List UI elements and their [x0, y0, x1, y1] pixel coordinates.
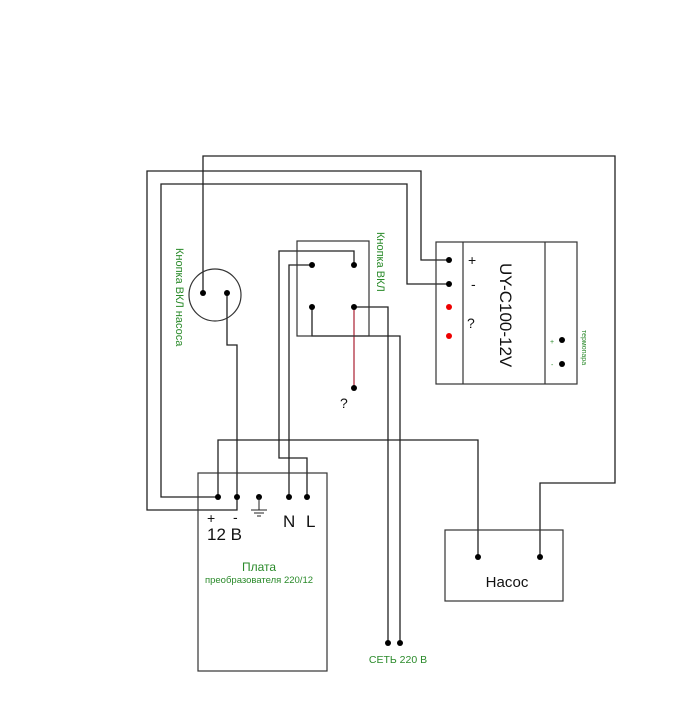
pump — [444, 529, 564, 602]
thermocouple-terminal-plus — [559, 337, 565, 343]
controller-unknown-label: ? — [467, 315, 475, 331]
controller-minus-label: - — [471, 276, 476, 292]
board-l-label: L — [306, 512, 315, 531]
controller-model: UY-C100-12V — [496, 263, 515, 368]
wire-pump-button-minus — [226, 293, 238, 497]
terminal — [351, 304, 357, 310]
terminal — [351, 385, 357, 391]
terminal — [309, 262, 315, 268]
ground-icon — [251, 497, 267, 517]
board-plus-label: + — [207, 510, 215, 526]
board-minus-label: - — [233, 509, 238, 525]
board-voltage-label: 12 В — [207, 525, 242, 544]
terminal — [224, 290, 230, 296]
terminal-plus — [215, 494, 221, 500]
wires — [146, 155, 616, 643]
wire-pump-button-to-pump — [202, 155, 616, 557]
mains-terminal — [397, 640, 403, 646]
wire-outer-loop — [146, 170, 449, 511]
pump-label: Насос — [486, 574, 529, 591]
board-title: Плата — [242, 560, 276, 574]
board-subtitle: преобразователя 220/12 — [205, 575, 313, 586]
wire-switch-to-mains-2 — [354, 306, 389, 643]
unknown-label: ? — [340, 395, 348, 411]
terminal-plus — [446, 257, 452, 263]
board-n-label: N — [283, 512, 295, 531]
terminal — [309, 304, 315, 310]
wire-inner-loop — [160, 183, 449, 498]
terminal-n — [286, 494, 292, 500]
converter-board — [197, 472, 328, 672]
pump-button-label: Кнопка ВКЛ насоса — [173, 248, 185, 347]
wire-plus-to-pump — [217, 439, 479, 557]
thermocouple-label: термопара — [580, 330, 587, 365]
terminal-l — [304, 494, 310, 500]
terminal-unknown — [446, 304, 452, 310]
thermocouple-plus-label: + — [550, 339, 554, 346]
temperature-controller — [435, 241, 578, 385]
controller-plus-label: + — [468, 252, 476, 268]
pump-terminal — [475, 554, 481, 560]
thermocouple-minus-label: - — [551, 362, 554, 369]
terminal — [351, 262, 357, 268]
mains-terminal — [385, 640, 391, 646]
mains-label: СЕТЬ 220 В — [369, 654, 427, 666]
terminal-minus — [234, 494, 240, 500]
pump-button[interactable] — [188, 268, 242, 322]
terminal — [200, 290, 206, 296]
pump-terminal — [537, 554, 543, 560]
wire-switch-to-L — [278, 250, 355, 497]
thermocouple-terminal-minus — [559, 361, 565, 367]
terminal-unknown — [446, 333, 452, 339]
wire-switch-to-mains-1 — [311, 307, 401, 643]
power-switch[interactable] — [296, 240, 370, 337]
wire-switch-to-N — [288, 264, 312, 497]
power-switch-label: Кнопка ВКЛ — [374, 232, 386, 292]
terminal-minus — [446, 281, 452, 287]
